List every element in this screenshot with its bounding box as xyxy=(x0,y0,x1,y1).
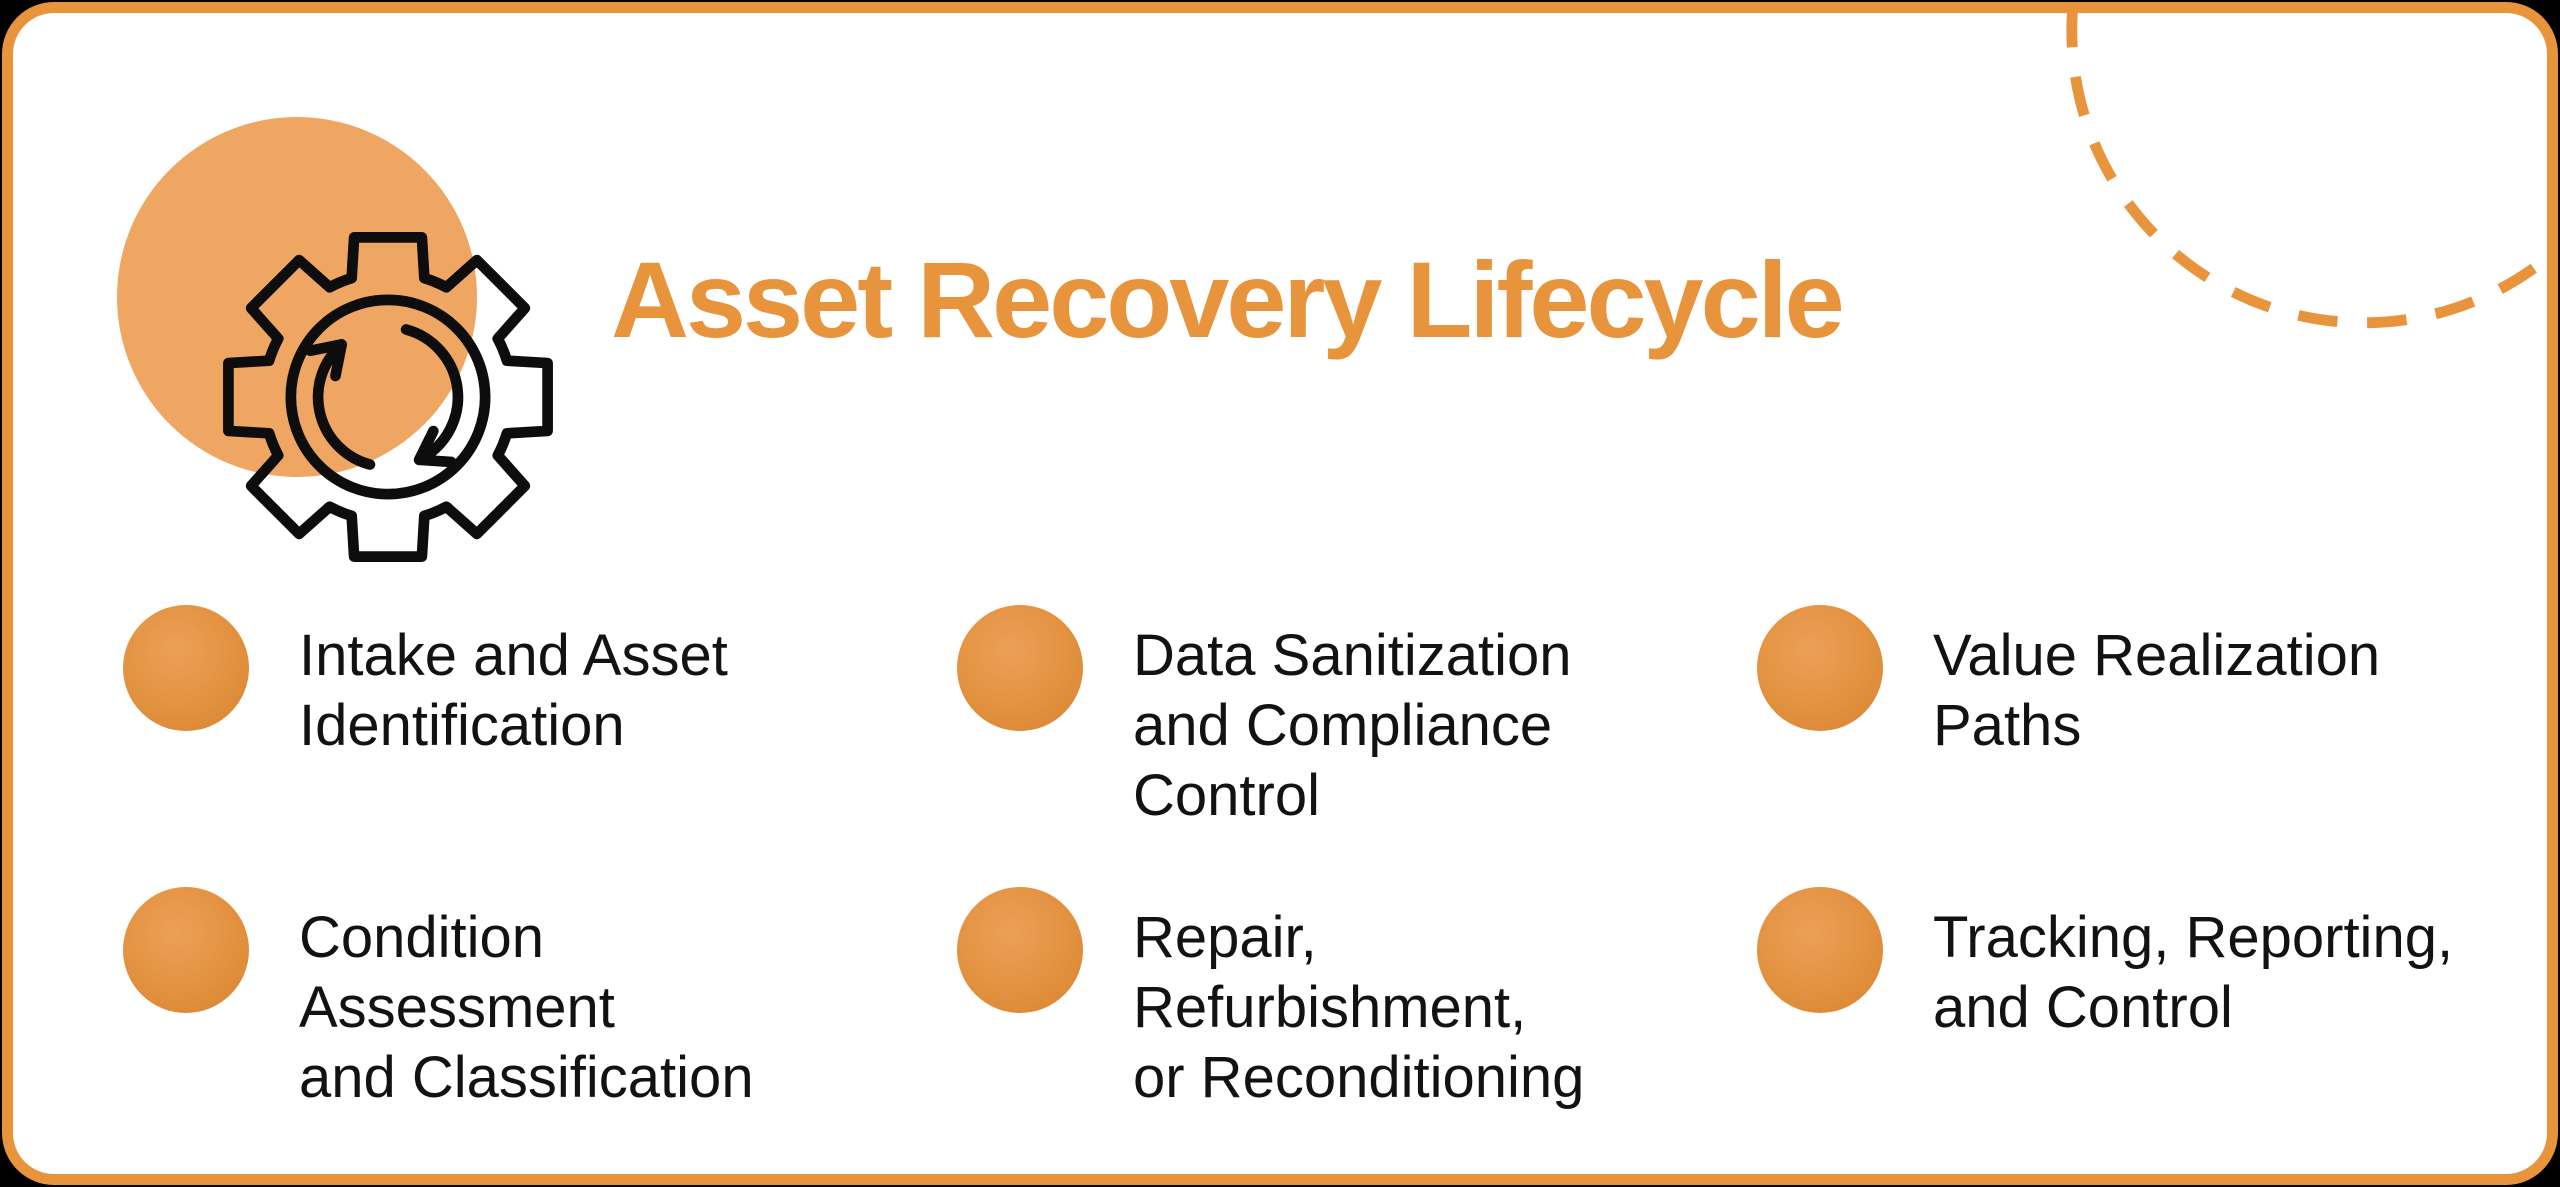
lifecycle-item-label: Value Realization Paths xyxy=(1933,623,2381,758)
gear-inner-ring xyxy=(285,294,491,500)
page-title: Asset Recovery Lifecycle xyxy=(611,239,1845,360)
lifecycle-item-label: Intake and Asset Identification xyxy=(299,623,728,758)
lifecycle-item-label: Tracking, Reporting, and Control xyxy=(1933,905,2454,1040)
lifecycle-item: Data Sanitization and Compliance Control xyxy=(957,605,1571,831)
gear-outline xyxy=(223,232,553,562)
bullet-circle xyxy=(957,887,1083,1013)
lifecycle-item-label: Condition Assessment and Classification xyxy=(299,905,754,1110)
lifecycle-item-label: Repair, Refurbishment, or Reconditioning xyxy=(1133,905,1585,1110)
cycle-arrow-left xyxy=(304,339,376,470)
lifecycle-item: Repair, Refurbishment, or Reconditioning xyxy=(957,887,1584,1113)
bullet-circle xyxy=(1757,605,1883,731)
bullet-circle xyxy=(123,887,249,1013)
lifecycle-item: Intake and Asset Identification xyxy=(123,605,728,761)
lifecycle-item: Tracking, Reporting, and Control xyxy=(1757,887,2453,1043)
bullet-circle xyxy=(123,605,249,731)
lifecycle-item: Condition Assessment and Classification xyxy=(123,887,754,1113)
bullet-circle xyxy=(1757,887,1883,1013)
cycle-arrow-right xyxy=(400,324,464,468)
bullet-circle xyxy=(957,605,1083,731)
lifecycle-item: Value Realization Paths xyxy=(1757,605,2380,761)
lifecycle-item-label: Data Sanitization and Compliance Control xyxy=(1133,623,1572,828)
gear-cycle-icon xyxy=(223,232,553,562)
